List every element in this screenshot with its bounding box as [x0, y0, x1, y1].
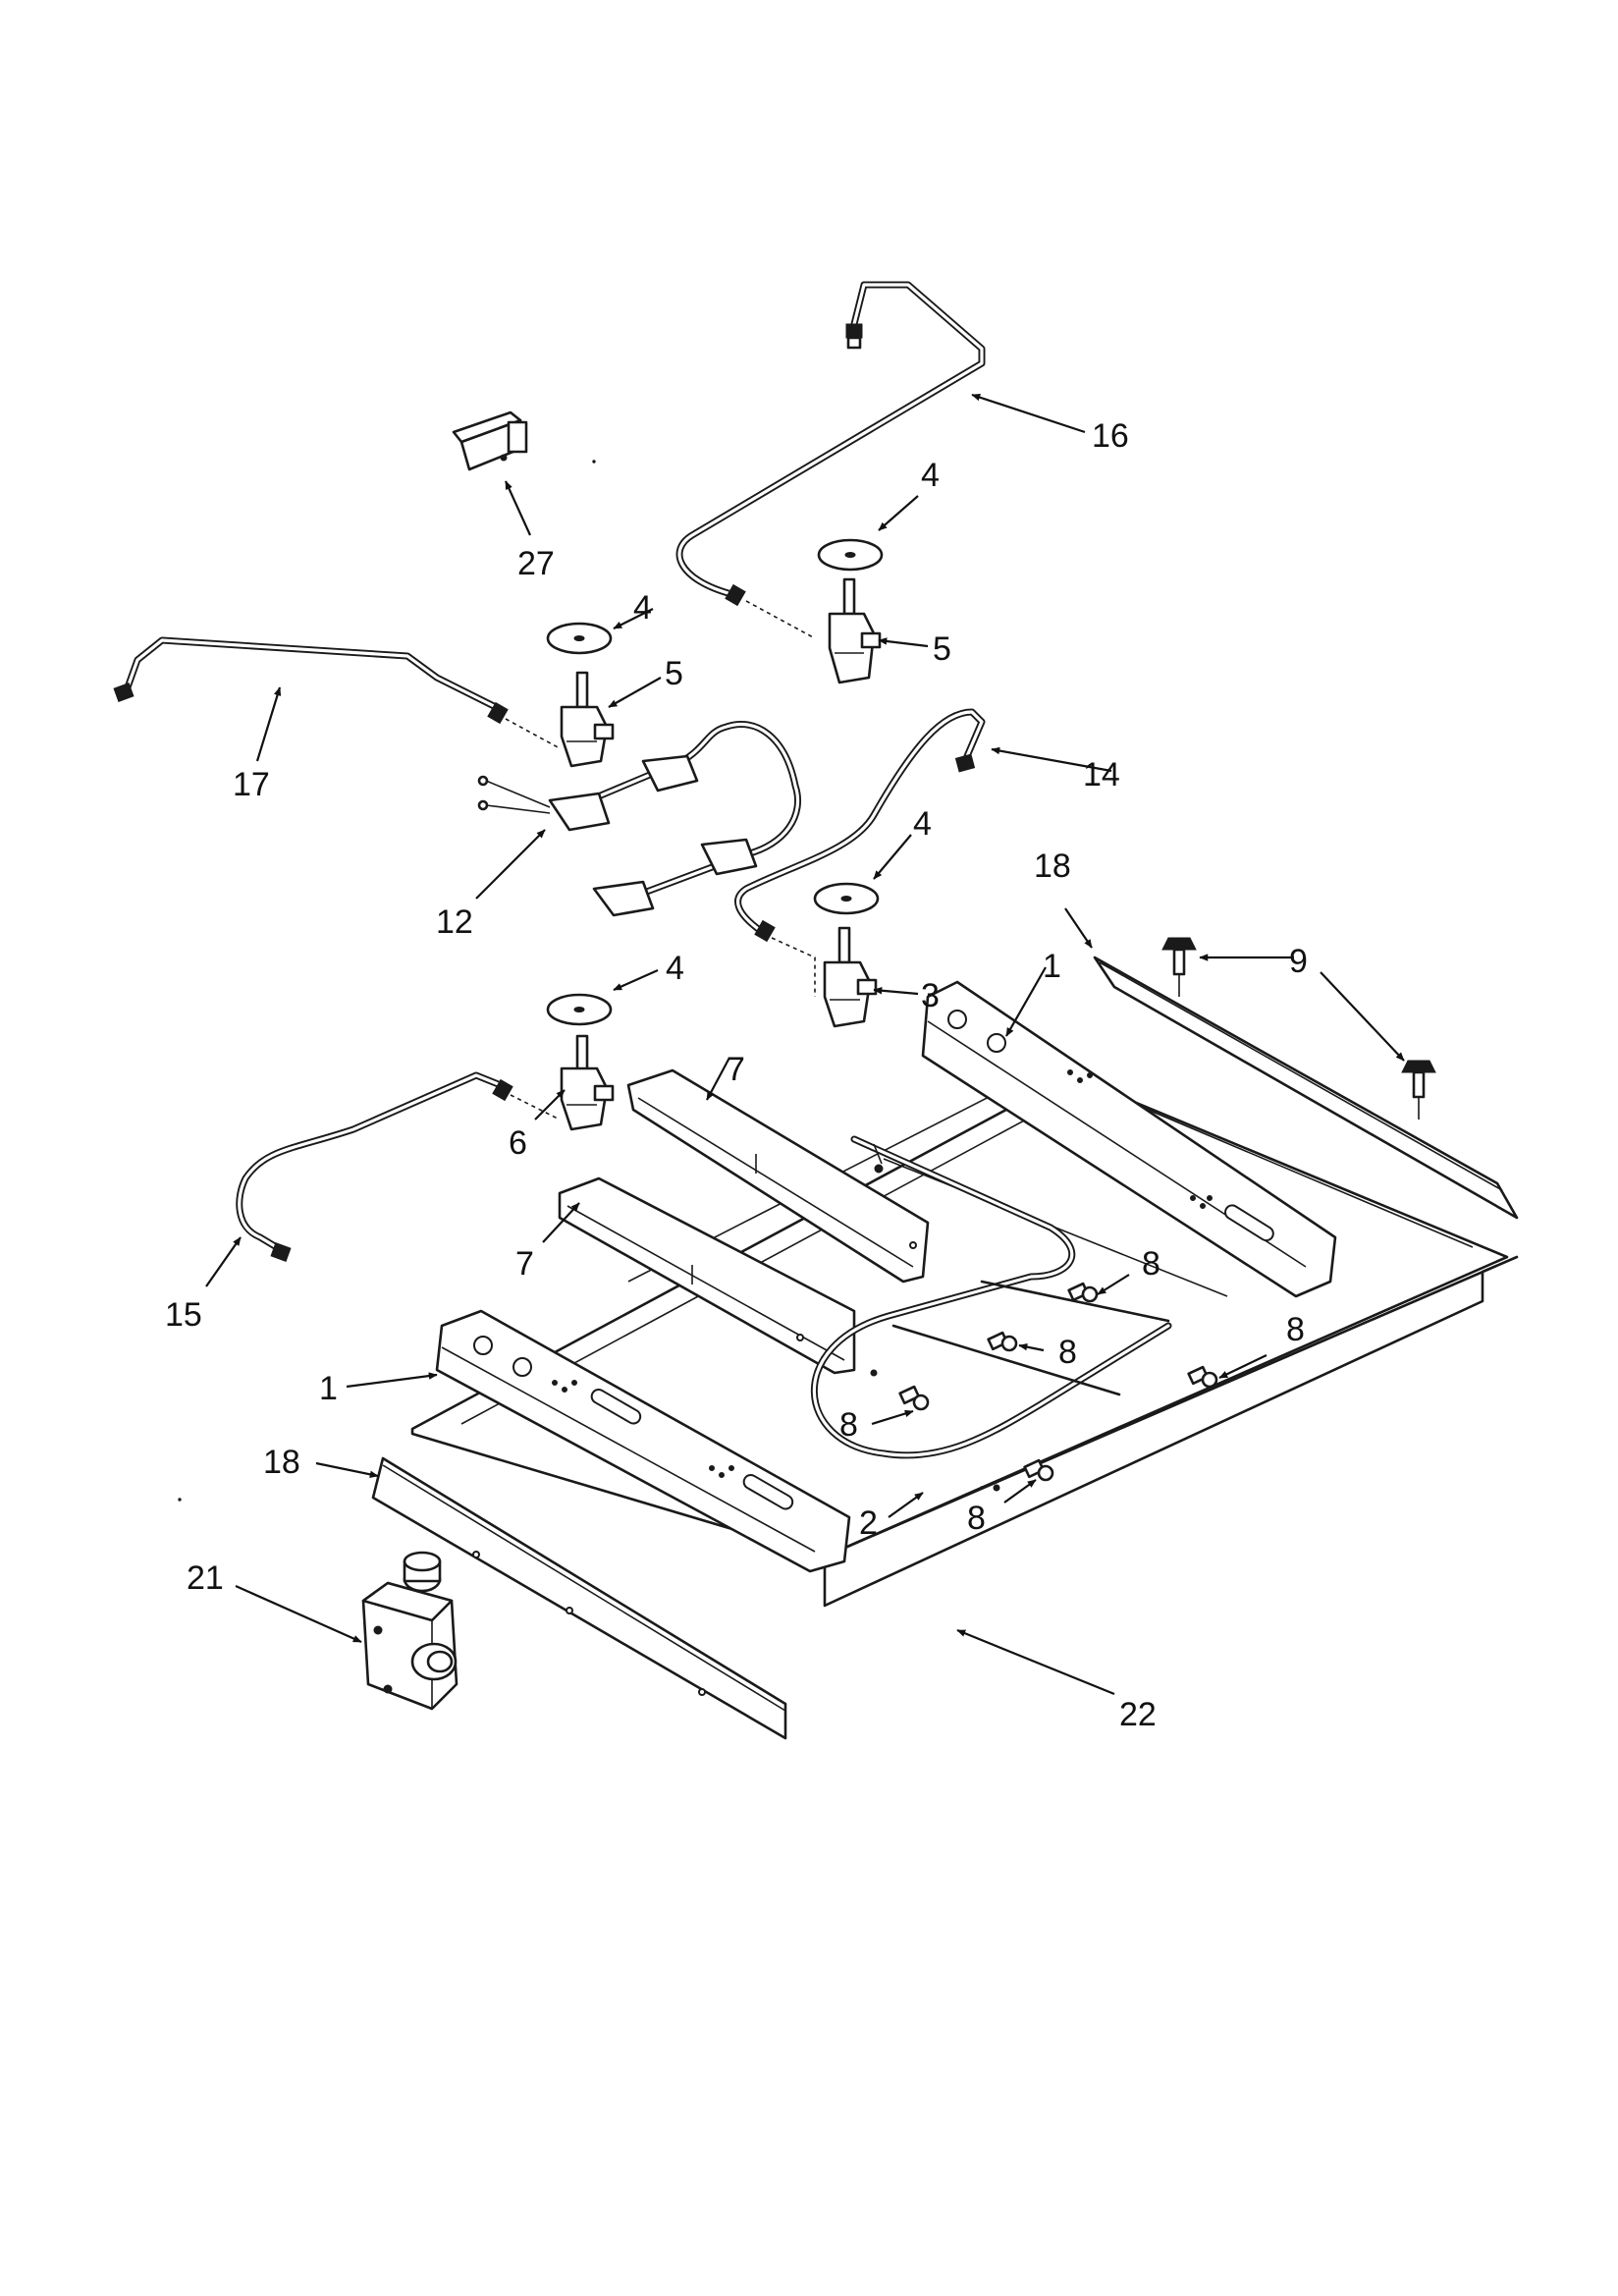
screw-8-a: [1067, 1282, 1099, 1303]
burner-valve-3: [823, 926, 878, 1028]
callout-4: 4: [666, 950, 684, 987]
screw-8-c: [1187, 1365, 1218, 1389]
callout-4: 4: [633, 589, 652, 627]
callout-3: 3: [921, 977, 940, 1014]
callout-6: 6: [509, 1124, 527, 1162]
callout-18: 18: [1034, 847, 1071, 885]
screw-9-b: [1401, 1060, 1436, 1120]
callout-22: 22: [1119, 1696, 1157, 1733]
burner-cap-top-left: [546, 622, 613, 655]
screw-8-d: [898, 1385, 930, 1411]
screw-8-b: [987, 1331, 1018, 1352]
callout-27: 27: [517, 545, 555, 582]
scan-specks: [178, 460, 984, 1502]
callout-1: 1: [319, 1370, 338, 1407]
callout-7: 7: [727, 1051, 745, 1088]
burner-cap-mid-left: [546, 993, 613, 1026]
callout-8: 8: [1058, 1334, 1077, 1371]
callout-4: 4: [913, 805, 932, 843]
spark-igniter-harness: [477, 721, 802, 917]
burner-cap-mid-right: [813, 882, 880, 915]
gas-pressure-regulator: [361, 1551, 458, 1711]
callout-5: 5: [933, 630, 951, 668]
ignition-module: [452, 410, 528, 471]
callout-7: 7: [515, 1245, 534, 1283]
callout-labels: 16 4 27 4 5 5 17 14 4 12 18 9 4 3 1 7 6 …: [165, 417, 1308, 1733]
callout-4: 4: [921, 457, 940, 494]
burner-valve-6: [560, 1034, 615, 1131]
callout-8: 8: [1142, 1245, 1160, 1283]
callout-16: 16: [1092, 417, 1129, 455]
gas-tube-14: [734, 708, 986, 997]
callout-18: 18: [263, 1444, 300, 1481]
burner-bracket-left: [435, 1309, 851, 1573]
callout-17: 17: [233, 766, 270, 803]
callout-8: 8: [839, 1406, 858, 1444]
leader-lines: [205, 393, 1405, 1696]
callout-8: 8: [1286, 1311, 1305, 1348]
callout-14: 14: [1083, 756, 1120, 793]
burner-strap-upper: [626, 1068, 930, 1284]
burner-valve-5-right: [828, 577, 882, 684]
callout-5: 5: [665, 655, 683, 692]
callout-15: 15: [165, 1296, 202, 1334]
callout-9: 9: [1289, 943, 1308, 980]
screw-9-a: [1161, 937, 1197, 997]
side-rail-left: [371, 1456, 787, 1740]
burner-bracket-right: [921, 980, 1337, 1298]
gas-tube-15: [236, 1071, 561, 1262]
callout-8: 8: [967, 1500, 986, 1537]
callout-2: 2: [859, 1504, 878, 1542]
burner-valve-5-left: [560, 671, 615, 768]
callout-1: 1: [1043, 948, 1061, 985]
gas-tube-16: [675, 281, 986, 639]
burner-cap-top-right: [817, 538, 884, 572]
callout-21: 21: [187, 1559, 224, 1597]
oval-burner: [810, 1135, 1172, 1492]
burner-strap-lower: [558, 1176, 856, 1375]
callout-12: 12: [436, 903, 473, 941]
side-rail-right: [1093, 956, 1519, 1220]
screw-8-e: [1023, 1458, 1054, 1482]
burner-base-pan: [410, 1069, 1519, 1608]
gas-tube-17: [113, 636, 561, 749]
